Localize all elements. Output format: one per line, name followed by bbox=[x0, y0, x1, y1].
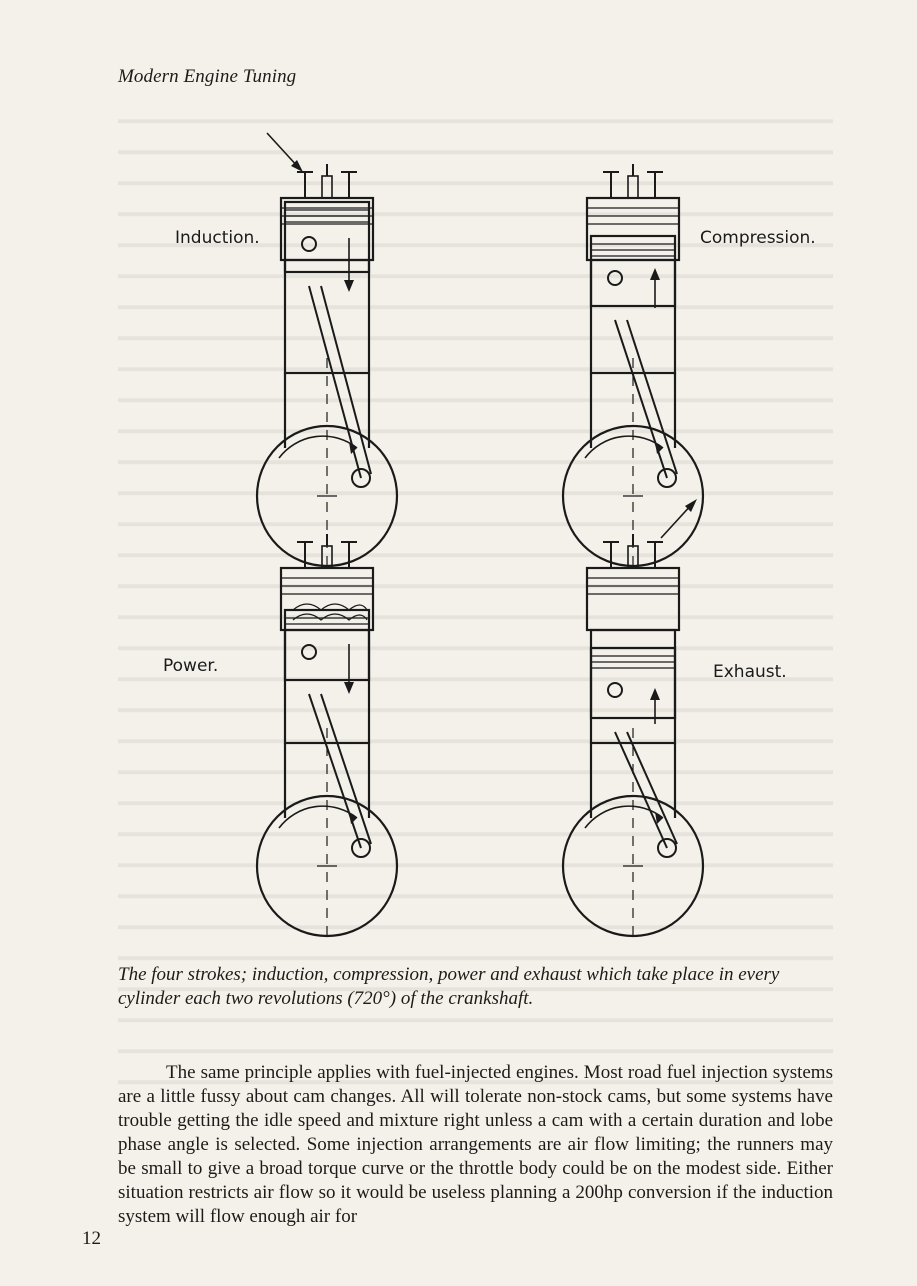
induction-cylinder bbox=[255, 132, 399, 570]
compression-cylinder bbox=[561, 162, 705, 570]
label-power: Power. bbox=[163, 656, 219, 676]
figure-caption: The four strokes; induction, compression… bbox=[118, 964, 780, 1009]
label-compression: Compression. bbox=[700, 228, 816, 248]
page-number: 12 bbox=[82, 1228, 101, 1249]
exhaust-cylinder bbox=[561, 499, 705, 940]
label-induction: Induction. bbox=[175, 228, 260, 248]
label-exhaust: Exhaust. bbox=[713, 662, 787, 682]
power-cylinder bbox=[255, 532, 399, 940]
four-stroke-figure: Induction. Compression. Power. Exhaust. bbox=[163, 132, 816, 940]
body-paragraph: The same principle applies with fuel-inj… bbox=[118, 1062, 833, 1227]
show-through-text bbox=[118, 100, 833, 1092]
engine-diagram bbox=[255, 132, 705, 940]
running-head: Modern Engine Tuning bbox=[118, 66, 297, 87]
body-text: The same principle applies with fuel-inj… bbox=[118, 1061, 833, 1229]
